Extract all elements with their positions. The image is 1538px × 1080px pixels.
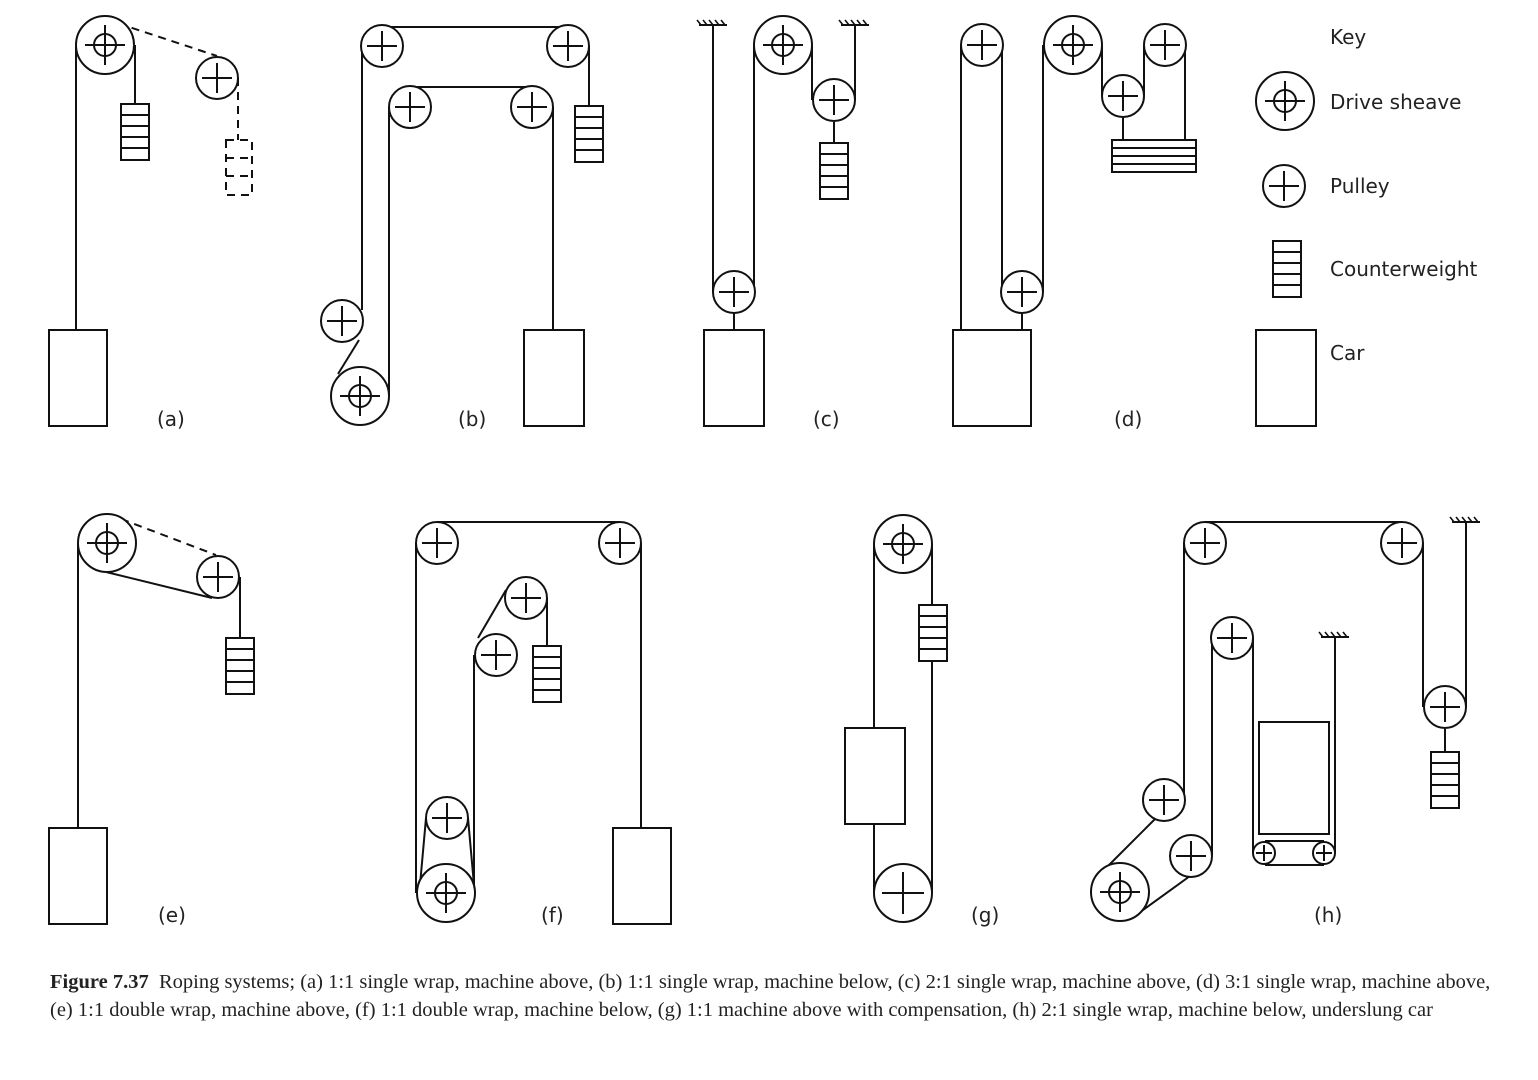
drive-sheave-icon bbox=[77, 513, 137, 573]
counterweight-dashed-icon bbox=[225, 139, 253, 196]
pulley-icon bbox=[712, 270, 756, 314]
panel-label-h: (h) bbox=[1314, 903, 1342, 927]
pulley-icon bbox=[320, 299, 364, 343]
anchor-icon bbox=[1449, 516, 1481, 523]
pulley-icon bbox=[195, 56, 239, 100]
panel-label-f: (f) bbox=[541, 903, 564, 927]
pulley-icon bbox=[1000, 270, 1044, 314]
key-label-pulley: Pulley bbox=[1330, 174, 1390, 198]
car-icon bbox=[48, 329, 108, 427]
drive-sheave-icon bbox=[873, 514, 933, 574]
drive-sheave-icon bbox=[1043, 15, 1103, 75]
pulley-icon bbox=[415, 521, 459, 565]
pulley-icon bbox=[196, 555, 240, 599]
pulley-icon bbox=[1142, 778, 1186, 822]
panel-h-diagram bbox=[1090, 516, 1481, 922]
car-icon bbox=[612, 827, 672, 925]
pulley-icon bbox=[1169, 834, 1213, 878]
panel-label-g: (g) bbox=[971, 903, 999, 927]
panel-label-b: (b) bbox=[458, 407, 486, 431]
pulley-icon bbox=[1183, 521, 1227, 565]
figure-caption: Figure 7.37 Roping systems; (a) 1:1 sing… bbox=[50, 968, 1495, 1024]
pulley-icon bbox=[1252, 841, 1276, 865]
anchor-icon bbox=[1318, 631, 1350, 638]
counterweight-icon bbox=[120, 103, 150, 161]
counterweight-icon bbox=[532, 645, 562, 703]
drive-sheave-icon bbox=[330, 366, 390, 426]
car-icon bbox=[1258, 721, 1330, 835]
car-icon bbox=[1255, 329, 1317, 427]
key-title: Key bbox=[1330, 25, 1366, 49]
key-label-counterweight: Counterweight bbox=[1330, 257, 1478, 281]
panel-label-d: (d) bbox=[1114, 407, 1142, 431]
pulley-icon bbox=[1380, 521, 1424, 565]
pulley-icon bbox=[360, 24, 404, 68]
counterweight-icon bbox=[1111, 139, 1197, 173]
counterweight-icon bbox=[1272, 240, 1302, 298]
pulley-icon bbox=[1143, 23, 1187, 67]
pulley-icon bbox=[812, 78, 856, 122]
drive-sheave-icon bbox=[1255, 71, 1315, 131]
drive-sheave-icon bbox=[75, 15, 135, 75]
pulley-icon bbox=[388, 85, 432, 129]
pulley-icon bbox=[1262, 164, 1306, 208]
pulley-icon bbox=[425, 796, 469, 840]
pulley-icon bbox=[504, 576, 548, 620]
panel-a-diagram bbox=[48, 15, 253, 427]
pulley-icon bbox=[1210, 616, 1254, 660]
counterweight-icon bbox=[819, 142, 849, 200]
anchor-icon bbox=[838, 19, 870, 26]
pulley-icon bbox=[598, 521, 642, 565]
panel-f-diagram bbox=[415, 521, 672, 925]
panel-e-diagram bbox=[48, 513, 255, 925]
panel-c-diagram bbox=[696, 15, 870, 427]
drive-sheave-icon bbox=[416, 863, 476, 923]
key-legend: Key Drive sheave Pulley Counterweight Ca… bbox=[1255, 25, 1478, 427]
drive-sheave-icon bbox=[1090, 862, 1150, 922]
pulley-icon bbox=[960, 23, 1004, 67]
key-label-car: Car bbox=[1330, 341, 1365, 365]
car-icon bbox=[523, 329, 585, 427]
counterweight-icon bbox=[574, 105, 604, 163]
figure-caption-text: Roping systems; (a) 1:1 single wrap, mac… bbox=[50, 971, 1491, 1021]
figure-number: Figure 7.37 bbox=[50, 971, 149, 993]
panel-label-a: (a) bbox=[157, 407, 185, 431]
anchor-icon bbox=[696, 19, 728, 26]
drive-sheave-icon bbox=[753, 15, 813, 75]
car-icon bbox=[48, 827, 108, 925]
panel-b-diagram bbox=[320, 24, 604, 427]
pulley-icon bbox=[873, 863, 933, 923]
pulley-icon bbox=[1423, 685, 1467, 729]
car-icon bbox=[844, 727, 906, 825]
pulley-icon bbox=[510, 85, 554, 129]
pulley-icon bbox=[546, 24, 590, 68]
counterweight-icon bbox=[918, 604, 948, 662]
panel-g-diagram bbox=[844, 514, 948, 923]
pulley-icon bbox=[474, 633, 518, 677]
panel-label-c: (c) bbox=[813, 407, 840, 431]
panel-label-e: (e) bbox=[158, 903, 186, 927]
pulley-icon bbox=[1312, 841, 1336, 865]
car-icon bbox=[952, 329, 1032, 427]
counterweight-icon bbox=[1430, 751, 1460, 809]
key-label-drive-sheave: Drive sheave bbox=[1330, 90, 1461, 114]
panel-d-diagram bbox=[952, 15, 1197, 427]
car-icon bbox=[703, 329, 765, 427]
counterweight-icon bbox=[225, 637, 255, 695]
pulley-icon bbox=[1101, 74, 1145, 118]
